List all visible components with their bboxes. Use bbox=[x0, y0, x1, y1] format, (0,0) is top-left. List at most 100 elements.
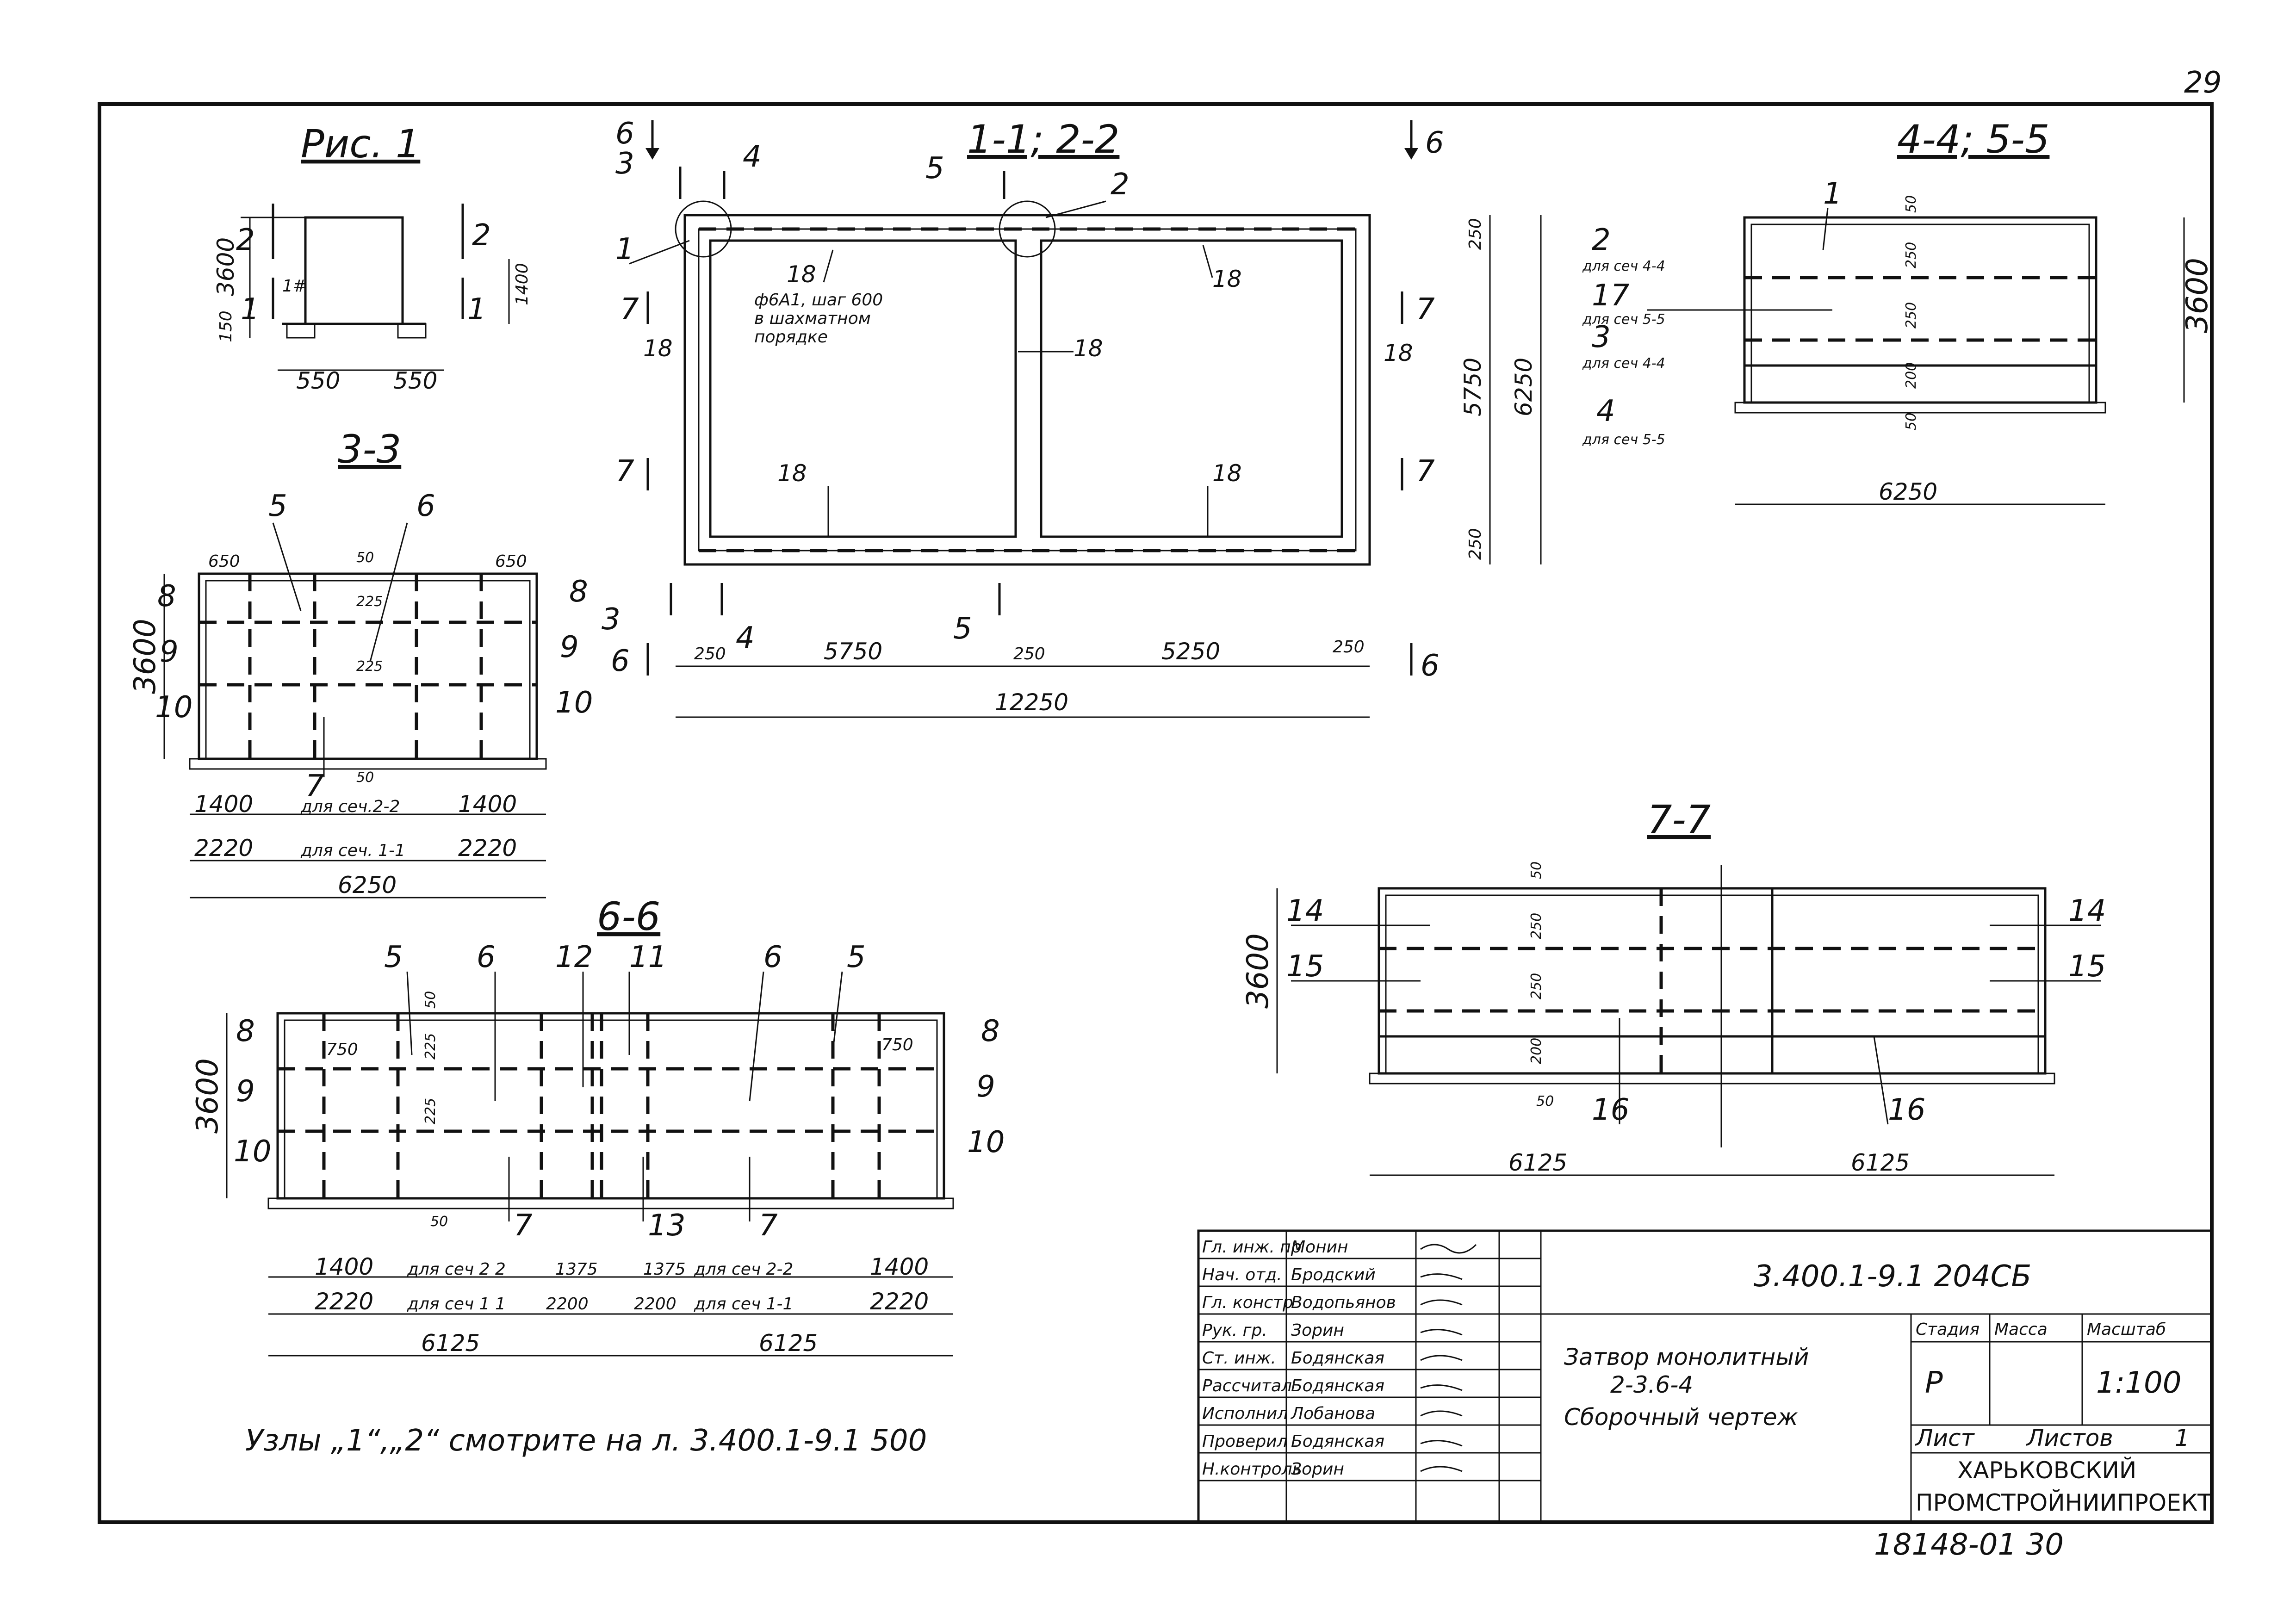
plan-dim-b1: 250 bbox=[694, 645, 726, 663]
plan-cut-7-right-bot: 7 bbox=[1416, 454, 1435, 489]
sec66-callout-12: 12 bbox=[555, 940, 593, 974]
sec66-callout-13: 13 bbox=[648, 1209, 685, 1243]
fig1-cut-top: 2 bbox=[236, 223, 255, 257]
sec66-callout-7-left: 7 bbox=[514, 1209, 533, 1243]
tb-role-9: Н.контроль bbox=[1202, 1460, 1302, 1479]
plan-cut-6-top-left: 6 bbox=[615, 117, 634, 151]
plan-dim-total: 12250 bbox=[995, 689, 1068, 716]
sec66-row2-c3: 2200 bbox=[546, 1295, 589, 1314]
fig1-dim-side: 1400 bbox=[513, 263, 532, 305]
sec33-dim-top-left: 650 bbox=[208, 552, 240, 571]
sec66-dim-a: 50 bbox=[422, 991, 439, 1009]
plan-dim-r2: 5750 bbox=[1459, 358, 1486, 416]
plan-callout-18-f: 18 bbox=[777, 460, 807, 487]
sec66-callout-10-left: 10 bbox=[234, 1134, 271, 1169]
tb-role-5: Ст. инж. bbox=[1202, 1349, 1276, 1368]
sec33-dim-bot: 50 bbox=[356, 769, 374, 786]
tb-role-7: Исполнил bbox=[1202, 1404, 1288, 1423]
plan-callout-node2: 2 bbox=[1111, 167, 1129, 202]
fig1-cut-bot: 1 bbox=[241, 292, 260, 327]
sec66-body bbox=[276, 1012, 945, 1200]
tb-product-name-1: Затвор монолитный bbox=[1564, 1344, 1809, 1370]
plan-cut-7-left-bot: 7 bbox=[615, 454, 634, 489]
sec33-row1-left: 1400 bbox=[194, 791, 253, 818]
sec77-callout-14-right: 14 bbox=[2068, 894, 2106, 928]
sec66-dim-c: 225 bbox=[422, 1098, 439, 1124]
sec44-callout-1: 1 bbox=[1823, 177, 1842, 211]
sec66-dim-b: 225 bbox=[422, 1033, 439, 1060]
plan-cut-3-top: 3 bbox=[615, 147, 634, 181]
sec77-title: 7-7 bbox=[1647, 797, 1711, 842]
sec33-callout-10-right: 10 bbox=[555, 686, 593, 720]
sec44-callout-2-note: для сеч 4-4 bbox=[1582, 258, 1665, 274]
plan-dim-b5: 250 bbox=[1333, 638, 1365, 657]
sec44-dim-v1: 50 bbox=[1903, 195, 1919, 213]
sec33-callout-9-left: 9 bbox=[160, 635, 179, 669]
sec44-callout-3-note: для сеч 4-4 bbox=[1582, 355, 1665, 372]
tb-role-4: Рук. гр. bbox=[1202, 1321, 1267, 1340]
plan-dim-b2: 5750 bbox=[824, 638, 882, 665]
plan-note-line1: ф6А1, шаг 600 bbox=[754, 291, 883, 310]
fig1-view: Рис. 1 3600 150 2 1 1# 2 1 1400 550 550 bbox=[212, 121, 532, 394]
tb-sheet-label: Лист bbox=[1915, 1425, 1975, 1451]
sec77-dim-v1: 50 bbox=[1528, 862, 1545, 879]
sec66-callout-8-left: 8 bbox=[236, 1014, 255, 1048]
sec66-dim-d: 50 bbox=[430, 1214, 448, 1230]
plan-cut-7-right-top: 7 bbox=[1416, 292, 1435, 327]
plan-dim-r3: 250 bbox=[1466, 528, 1485, 560]
sec33-callout-6: 6 bbox=[416, 489, 435, 523]
tb-name-9: Зорин bbox=[1291, 1460, 1344, 1479]
title-block-frame bbox=[1197, 1229, 2213, 1524]
sec44-dim-v3: 250 bbox=[1903, 302, 1919, 329]
fig1-footing-right bbox=[397, 323, 427, 339]
sec66-row1-c5: для сеч 2-2 bbox=[694, 1260, 793, 1279]
sec33-callout-9-right: 9 bbox=[560, 630, 579, 664]
sec66-row1-c3: 1375 bbox=[555, 1260, 598, 1279]
sec66-callout-9-right: 9 bbox=[976, 1070, 995, 1104]
plan-note-line3: порядке bbox=[754, 328, 828, 347]
plan-cut-6-bot-right: 6 bbox=[1421, 649, 1440, 683]
plan-dim-r1: 250 bbox=[1466, 218, 1485, 250]
sec44-dim-height: 3600 bbox=[2180, 258, 2215, 333]
sec66-row2-c6: 2220 bbox=[870, 1288, 929, 1315]
sec66-callout-9-left: 9 bbox=[236, 1074, 255, 1109]
sec33-dim-top-right: 650 bbox=[495, 552, 527, 571]
sec66-dim-height: 3600 bbox=[191, 1058, 225, 1134]
tb-role-1: Гл. инж. пр bbox=[1202, 1238, 1302, 1257]
tb-name-2: Бродский bbox=[1291, 1265, 1376, 1284]
sec77-callout-15-right: 15 bbox=[2068, 949, 2106, 984]
plan-dim-overall-right: 6250 bbox=[1510, 358, 1537, 416]
plan-1-1-2-2: 1-1; 2-2 1 2 6 3 4 5 6 7 7 7 7 3 4 bbox=[602, 117, 1542, 718]
sec77-dim-v2: 250 bbox=[1528, 913, 1545, 939]
tb-name-3: Водопьянов bbox=[1291, 1293, 1396, 1312]
sec44-callout-17: 17 bbox=[1592, 279, 1630, 313]
section-6-6: 6-6 3600 50 225 225 50 750 750 5 6 12 11… bbox=[191, 894, 1005, 1357]
fig1-cut-top-right: 2 bbox=[472, 218, 491, 253]
plan-dim-b4: 5250 bbox=[1161, 638, 1220, 665]
sec44-dim-v2: 250 bbox=[1903, 242, 1919, 268]
tb-name-6: Бодянская bbox=[1291, 1376, 1384, 1395]
plan-outline bbox=[683, 214, 1371, 566]
sec44-callout-17-note: для сеч 5-5 bbox=[1582, 311, 1665, 328]
sec66-callout-10-right: 10 bbox=[967, 1125, 1005, 1159]
tb-sheets: 1 bbox=[2175, 1425, 2190, 1451]
sec66-row1-c6: 1400 bbox=[870, 1253, 929, 1280]
tb-hdr-scale: Масштаб bbox=[2087, 1320, 2166, 1339]
plan-note-line2: в шахматном bbox=[754, 309, 871, 328]
sec33-callout-8-left: 8 bbox=[157, 579, 176, 614]
sec33-dim-total: 6250 bbox=[338, 872, 397, 899]
sec77-callout-14-left: 14 bbox=[1286, 894, 1324, 928]
sec33-row2-left: 2220 bbox=[194, 835, 253, 862]
sec66-row3-left: 6125 bbox=[421, 1330, 480, 1357]
sec66-callout-5-right: 5 bbox=[847, 940, 866, 974]
plan-title: 1-1; 2-2 bbox=[967, 117, 1119, 162]
sec33-dim-top-mid: 50 bbox=[356, 550, 374, 566]
plan-callout-18-d: 18 bbox=[1074, 335, 1103, 362]
sec66-dim-l: 750 bbox=[326, 1040, 358, 1059]
plan-cut-7-left-top: 7 bbox=[620, 292, 639, 327]
title-block: Гл. инж. пр Монин Нач. отд. Бродский Гл.… bbox=[1197, 1229, 2213, 1524]
sec77-dim-bottom-left: 6125 bbox=[1508, 1149, 1567, 1176]
tb-org-2: ПРОМСТРОЙНИИПРОЕКТ bbox=[1916, 1489, 2212, 1516]
plan-cut-6-top-right: 6 bbox=[1425, 126, 1444, 160]
sheet-frame bbox=[98, 102, 2214, 1524]
